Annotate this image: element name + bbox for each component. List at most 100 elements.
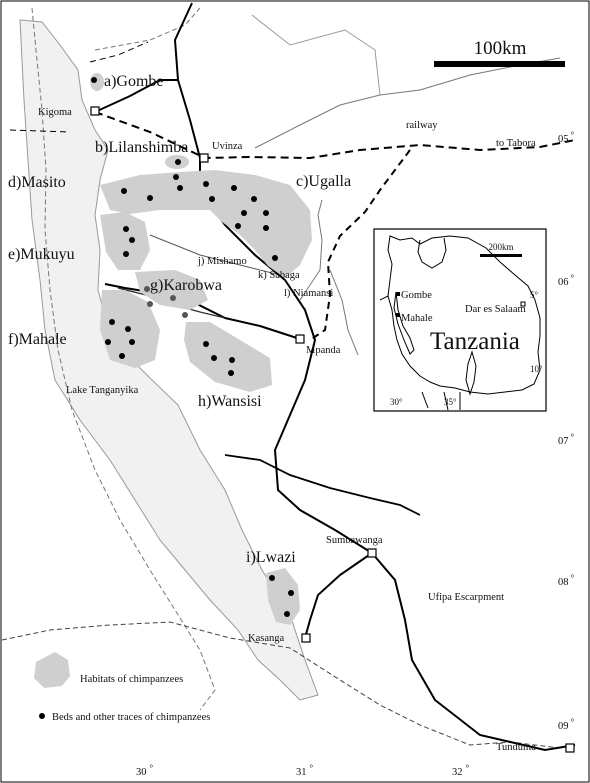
- nest-dot: [109, 319, 115, 325]
- nest-dot: [147, 301, 153, 307]
- river-east: [329, 269, 359, 356]
- nest-dot: [123, 226, 129, 232]
- nest-dot: [272, 255, 278, 261]
- inset-scale-label: 200km: [488, 242, 513, 252]
- label-lilanshimba: b)Lilanshimba: [95, 139, 188, 156]
- nest-dots: [91, 77, 294, 617]
- inset-border-west: [379, 295, 389, 301]
- place-sumbawanga: Sumbawanga: [326, 535, 383, 546]
- nest-dot: [241, 210, 247, 216]
- border-nw: [89, 41, 149, 63]
- habitat-masito-ugalla: [100, 170, 312, 278]
- legend-habitat-swatch: [34, 652, 70, 688]
- nest-dot: [211, 355, 217, 361]
- nest-dot: [129, 237, 135, 243]
- label-karobwa: g)Karobwa: [150, 277, 222, 294]
- habitat-mukuyu: [100, 212, 150, 270]
- nest-dot: [177, 185, 183, 191]
- inset-scale-bar: [480, 254, 522, 257]
- habitat-wansisi: [184, 322, 272, 392]
- inset-frame: [373, 228, 547, 412]
- legend-habitats: Habitats of chimpanzees: [80, 674, 183, 685]
- feature-to-tabora: to Tabora: [496, 138, 536, 149]
- nest-dot: [129, 339, 135, 345]
- nest-dots-faint: [144, 286, 188, 318]
- label-wansisi: h)Wansisi: [198, 393, 262, 410]
- feature-lake: Lake Tanganyika: [66, 385, 139, 396]
- place-tunduma: Tunduma: [496, 742, 536, 753]
- inset-mahale: Mahale: [401, 313, 433, 324]
- place-kasanga: Kasanga: [248, 633, 284, 644]
- nest-dot: [288, 590, 294, 596]
- inset-gombe: Gombe: [401, 290, 432, 301]
- nest-dot: [182, 312, 188, 318]
- label-ugalla: c)Ugalla: [296, 173, 351, 190]
- label-masito: d)Masito: [8, 174, 66, 191]
- nest-dot: [147, 195, 153, 201]
- kigoma-marker: [90, 106, 100, 116]
- lon-label: 30°: [136, 763, 154, 778]
- tunduma-marker: [565, 743, 575, 753]
- label-niamansi: l) Niamansi: [284, 288, 333, 299]
- feature-railway: railway: [406, 120, 438, 131]
- label-lwazi: i)Lwazi: [246, 549, 296, 566]
- legend-beds: Beds and other traces of chimpanzees: [52, 712, 210, 723]
- inset-river-west: [421, 391, 461, 411]
- railway-west-stub: [9, 129, 71, 133]
- lon-label: 32°: [452, 763, 470, 778]
- nest-dot: [263, 225, 269, 231]
- scale-bar-line: [434, 61, 565, 67]
- road-kigoma: [94, 79, 178, 113]
- habitat-lwazi: [266, 568, 300, 625]
- inset-lake-malawi: [465, 350, 477, 396]
- longitude-labels: 30° 31° 32°: [136, 763, 470, 778]
- lat-label: 09°: [558, 717, 575, 732]
- inset-country: Tanzania: [430, 328, 520, 355]
- nest-dot: [209, 196, 215, 202]
- inset-lake-victoria: [417, 237, 447, 269]
- kasanga-marker: [301, 633, 311, 643]
- label-mishamo: j) Mishamo: [197, 256, 247, 267]
- river-mishamo: [149, 234, 281, 276]
- town-markers: [90, 106, 575, 753]
- river-ugalla: [299, 199, 323, 301]
- border-west: [31, 7, 216, 711]
- nest-dot: [91, 77, 97, 83]
- inset-lat-10: 10°: [530, 364, 543, 374]
- road-lake-link: [224, 454, 421, 516]
- lat-label: 07°: [558, 432, 575, 447]
- nest-dot: [119, 353, 125, 359]
- feature-escarpment: Ufipa Escarpment: [428, 592, 504, 603]
- scale-bar-label: 100km: [474, 38, 527, 59]
- nest-dot: [175, 159, 181, 165]
- label-mukuyu: e)Mukuyu: [8, 246, 75, 263]
- nest-dot: [203, 181, 209, 187]
- railway-branch: [309, 149, 411, 341]
- place-mpanda: Mpanda: [306, 345, 341, 356]
- nest-dot: [173, 174, 179, 180]
- inset-lon-30: 30°: [390, 397, 403, 407]
- habitat-karobwa: [135, 270, 208, 310]
- inset-lat-5: 5°: [530, 290, 539, 300]
- place-uvinza: Uvinza: [212, 141, 243, 152]
- label-gombe: a)Gombe: [104, 73, 164, 90]
- inset-map: 200km Gombe Mahale Dar es Salaam Tanzani…: [373, 228, 547, 412]
- legend-dot: [39, 713, 45, 719]
- inset-gombe-marker: [396, 292, 400, 296]
- place-kigoma: Kigoma: [38, 107, 72, 118]
- scale-bar: 100km: [434, 38, 565, 67]
- latitude-labels: 05° 06° 07° 08° 09°: [558, 130, 575, 732]
- inset-lon-35: 35°: [444, 397, 457, 407]
- river-north: [251, 14, 381, 96]
- border-north: [94, 7, 201, 51]
- inset-mahale-marker: [396, 313, 400, 317]
- nest-dot: [203, 341, 209, 347]
- railway-line: [94, 111, 576, 160]
- road-kasanga: [304, 552, 373, 639]
- nest-dot: [263, 210, 269, 216]
- nest-dot: [125, 326, 131, 332]
- nest-dot: [144, 286, 150, 292]
- nest-dot: [231, 185, 237, 191]
- label-mahale: f)Mahale: [8, 331, 67, 348]
